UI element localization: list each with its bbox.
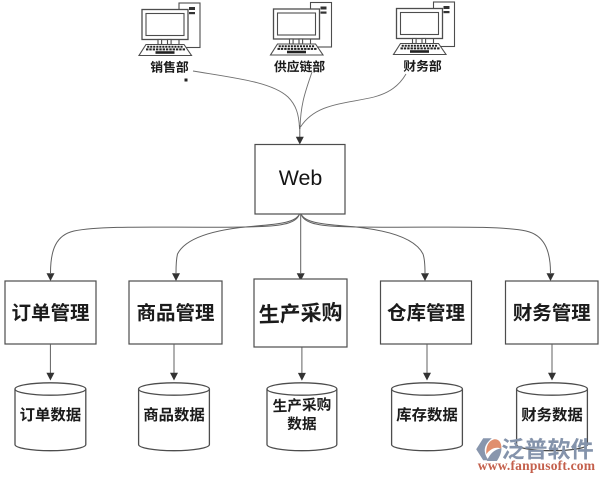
svg-text:www.fanpusoft.com: www.fanpusoft.com <box>478 458 596 473</box>
svg-text:Web: Web <box>279 166 323 190</box>
